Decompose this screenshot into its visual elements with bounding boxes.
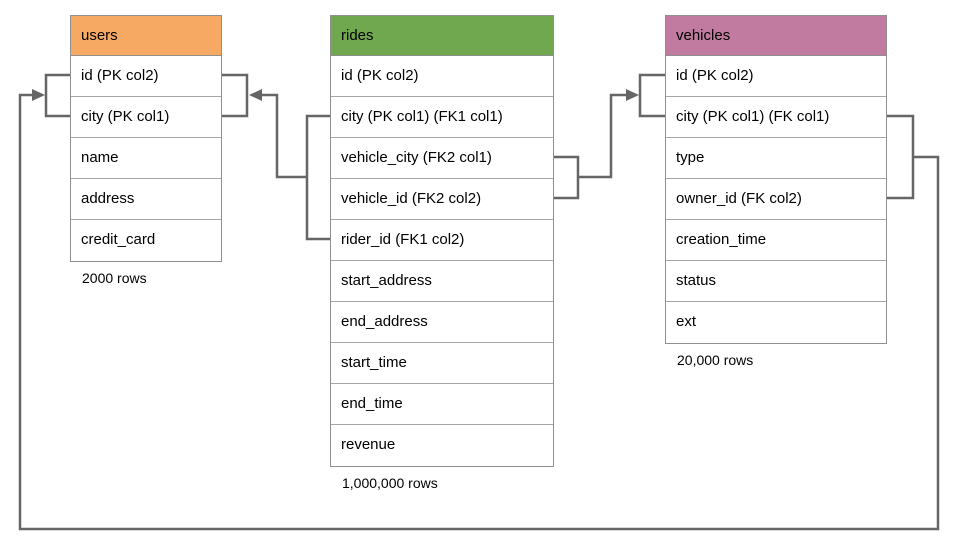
table-row: vehicle_id (FK2 col2) — [331, 179, 553, 220]
table-row: start_address — [331, 261, 553, 302]
table-rides-header: rides — [331, 16, 553, 56]
table-row: id (PK col2) — [71, 56, 221, 97]
table-row: city (PK col1) (FK1 col1) — [331, 97, 553, 138]
table-users-row-count: 2000 rows — [82, 270, 147, 286]
table-row: rider_id (FK1 col2) — [331, 220, 553, 261]
table-row: revenue — [331, 425, 553, 466]
rides-to-users-shaft-line — [260, 93, 307, 179]
table-vehicles-row-count: 20,000 rows — [677, 352, 754, 368]
table-row: name — [71, 138, 221, 179]
table-row: end_address — [331, 302, 553, 343]
table-row: city (PK col1) (FK col1) — [666, 97, 886, 138]
table-row: id (PK col2) — [331, 56, 553, 97]
table-row: type — [666, 138, 886, 179]
table-row: id (PK col2) — [666, 56, 886, 97]
rides-fk1-bracket-line — [305, 114, 330, 241]
rides-to-vehicles-shaft-line — [578, 93, 627, 179]
vehicles-to-users-arrowhead-icon — [32, 89, 45, 101]
table-row: credit_card — [71, 220, 221, 261]
table-users-header: users — [71, 16, 221, 56]
table-row: city (PK col1) — [71, 97, 221, 138]
table-vehicles-header: vehicles — [666, 16, 886, 56]
table-row: vehicle_city (FK2 col1) — [331, 138, 553, 179]
table-vehicles-columns: id (PK col2)city (PK col1) (FK col1)type… — [666, 56, 886, 343]
table-row: status — [666, 261, 886, 302]
table-rides-row-count: 1,000,000 rows — [342, 475, 438, 491]
vehicles-fk-bracket-line — [886, 114, 915, 200]
users-pk-bracket-right-line — [222, 73, 249, 118]
table-row: ext — [666, 302, 886, 343]
table-row: address — [71, 179, 221, 220]
table-row: end_time — [331, 384, 553, 425]
table-rides: rides id (PK col2)city (PK col1) (FK1 co… — [330, 15, 554, 491]
table-vehicles: vehicles id (PK col2)city (PK col1) (FK … — [665, 15, 887, 368]
vehicles-pk-bracket-left-line — [638, 73, 665, 118]
users-pk-bracket-left-line — [44, 73, 70, 118]
rides-to-users-arrowhead-icon — [249, 89, 262, 101]
rides-fk2-bracket-line — [553, 155, 580, 200]
table-row: creation_time — [666, 220, 886, 261]
vehicles-to-users-shaft-line — [18, 93, 940, 531]
table-rides-columns: id (PK col2)city (PK col1) (FK1 col1)veh… — [331, 56, 553, 466]
table-row: owner_id (FK col2) — [666, 179, 886, 220]
rides-to-vehicles-arrowhead-icon — [626, 89, 639, 101]
table-row: start_time — [331, 343, 553, 384]
